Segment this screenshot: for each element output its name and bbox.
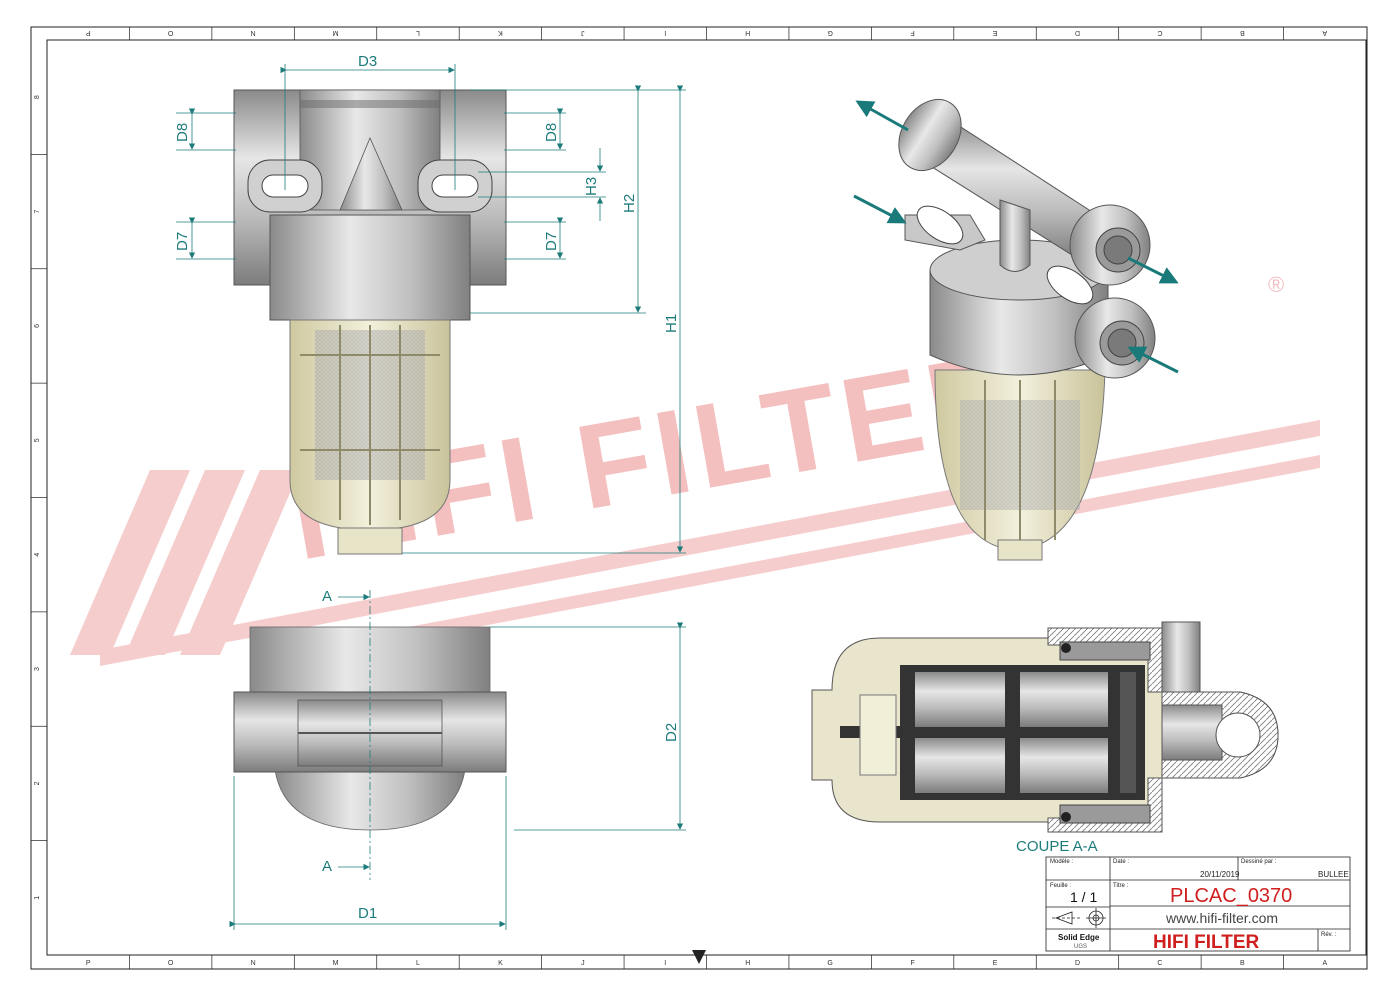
grid-labels: P P O O N N M M L L K K J J I I H H G G F F E E D D C C B B A A 8 7 6 5 4 3 2 1: [34, 29, 1327, 967]
drain-plug: [337, 527, 403, 555]
grid-row-label: 4: [34, 553, 41, 557]
grid-column-label: D: [1075, 29, 1080, 36]
grid-column-label: P: [86, 29, 91, 36]
section-mark-a-bottom: A: [322, 858, 332, 875]
dim-h3: H3: [583, 177, 600, 196]
section-view: [811, 621, 1279, 833]
tb-dessine-label: Dessiné par :: [1241, 859, 1277, 865]
grid-ticks: [31, 27, 1367, 969]
grid-column-label: C: [1157, 960, 1162, 967]
grid-column-label: B: [1240, 29, 1245, 36]
title-block: [1045, 856, 1351, 952]
front-view-dimension-labels: D3 D8 D8 D7 D7 H3 H2 H1: [174, 53, 680, 333]
dim-h2: H2: [621, 194, 638, 213]
tb-modele-label: Modèle :: [1050, 859, 1073, 865]
grid-column-label: A: [1322, 960, 1327, 967]
grid-column-label: K: [498, 29, 503, 36]
grid-column-label: L: [416, 29, 420, 36]
grid-row-label: 5: [34, 438, 41, 442]
tb-software: Solid Edge: [1058, 933, 1100, 942]
tb-titre-label: Titre :: [1113, 883, 1128, 889]
grid-row-label: 8: [34, 95, 41, 99]
grid-column-label: N: [251, 29, 256, 36]
dim-d8-right: D8: [543, 123, 560, 142]
grid-column-label: P: [86, 960, 91, 967]
dim-h1: H1: [663, 314, 680, 333]
tb-website: www.hifi-filter.com: [1165, 910, 1278, 926]
grid-column-label: H: [745, 29, 750, 36]
tb-company: HIFI FILTER: [1153, 932, 1260, 953]
section-mark-a-top: A: [322, 588, 332, 605]
dim-d2: D2: [663, 723, 680, 742]
dim-d7-right: D7: [543, 232, 560, 251]
flow-arrow-in-right: [1127, 346, 1179, 374]
tb-dessine-value: BULLEE: [1318, 870, 1349, 879]
flow-arrow-in-left: [853, 194, 907, 224]
grid-column-label: M: [333, 960, 339, 967]
centering-mark: [692, 950, 706, 964]
grid-column-label: A: [1322, 29, 1327, 36]
grid-column-label: K: [498, 960, 503, 967]
grid-column-label: J: [581, 29, 585, 36]
grid-column-label: D: [1075, 960, 1080, 967]
tb-feuille-value: 1 / 1: [1070, 889, 1097, 905]
grid-column-label: B: [1240, 960, 1245, 967]
dim-d8-left: D8: [174, 123, 191, 142]
tb-date-value: 20/11/2019: [1200, 870, 1240, 879]
grid-row-label: 3: [34, 667, 41, 671]
grid-row-label: 2: [34, 781, 41, 785]
tb-part-number: PLCAC_0370: [1170, 885, 1292, 907]
grid-column-label: N: [251, 960, 256, 967]
grid-column-label: E: [993, 960, 998, 967]
outer-frame: [30, 26, 1368, 970]
flow-arrow-out-left: [855, 100, 909, 132]
flow-arrow-out-right: [1127, 256, 1179, 284]
tb-feuille-label: Feuille :: [1050, 883, 1071, 889]
section-caption: COUPE A-A: [1016, 838, 1098, 855]
grid-column-label: G: [827, 960, 832, 967]
front-view: [233, 89, 507, 555]
grid-row-label: 1: [34, 896, 41, 900]
grid-row-label: 7: [34, 210, 41, 214]
front-view-dimensions: [176, 64, 686, 554]
projection-symbol: [1052, 908, 1106, 928]
tb-software-vendor: UGS: [1074, 944, 1087, 950]
grid-column-label: L: [416, 960, 420, 967]
title-block-text: Modèle : Date : 20/11/2019 Dessiné par :…: [1050, 859, 1349, 953]
dim-d1: D1: [358, 905, 377, 922]
grid-column-label: E: [992, 29, 997, 36]
grid-column-label: I: [664, 960, 666, 967]
registered-mark: ®: [1268, 272, 1284, 297]
tb-date-label: Date :: [1113, 859, 1129, 865]
top-view-dimension-labels: A A D1 D2: [322, 588, 680, 922]
grid-column-label: J: [581, 960, 585, 967]
bowl-collar: [269, 214, 471, 321]
top-view-dimensions: [229, 593, 686, 930]
grid-column-label: I: [664, 29, 666, 36]
grid-row-label: 6: [34, 324, 41, 328]
grid-column-label: O: [168, 960, 174, 967]
dim-d3: D3: [358, 53, 377, 70]
grid-column-label: C: [1157, 29, 1162, 36]
grid-column-label: O: [167, 29, 173, 36]
head-cone: [339, 136, 403, 211]
top-view: [233, 590, 507, 880]
grid-column-label: F: [910, 29, 914, 36]
dim-d7-left: D7: [174, 232, 191, 251]
tb-rev-label: Rév. :: [1321, 932, 1337, 938]
grid-column-label: G: [827, 29, 832, 36]
isometric-view: [853, 99, 1179, 561]
grid-column-label: M: [332, 29, 338, 36]
grid-column-label: H: [745, 960, 750, 967]
grid-column-label: F: [910, 960, 914, 967]
